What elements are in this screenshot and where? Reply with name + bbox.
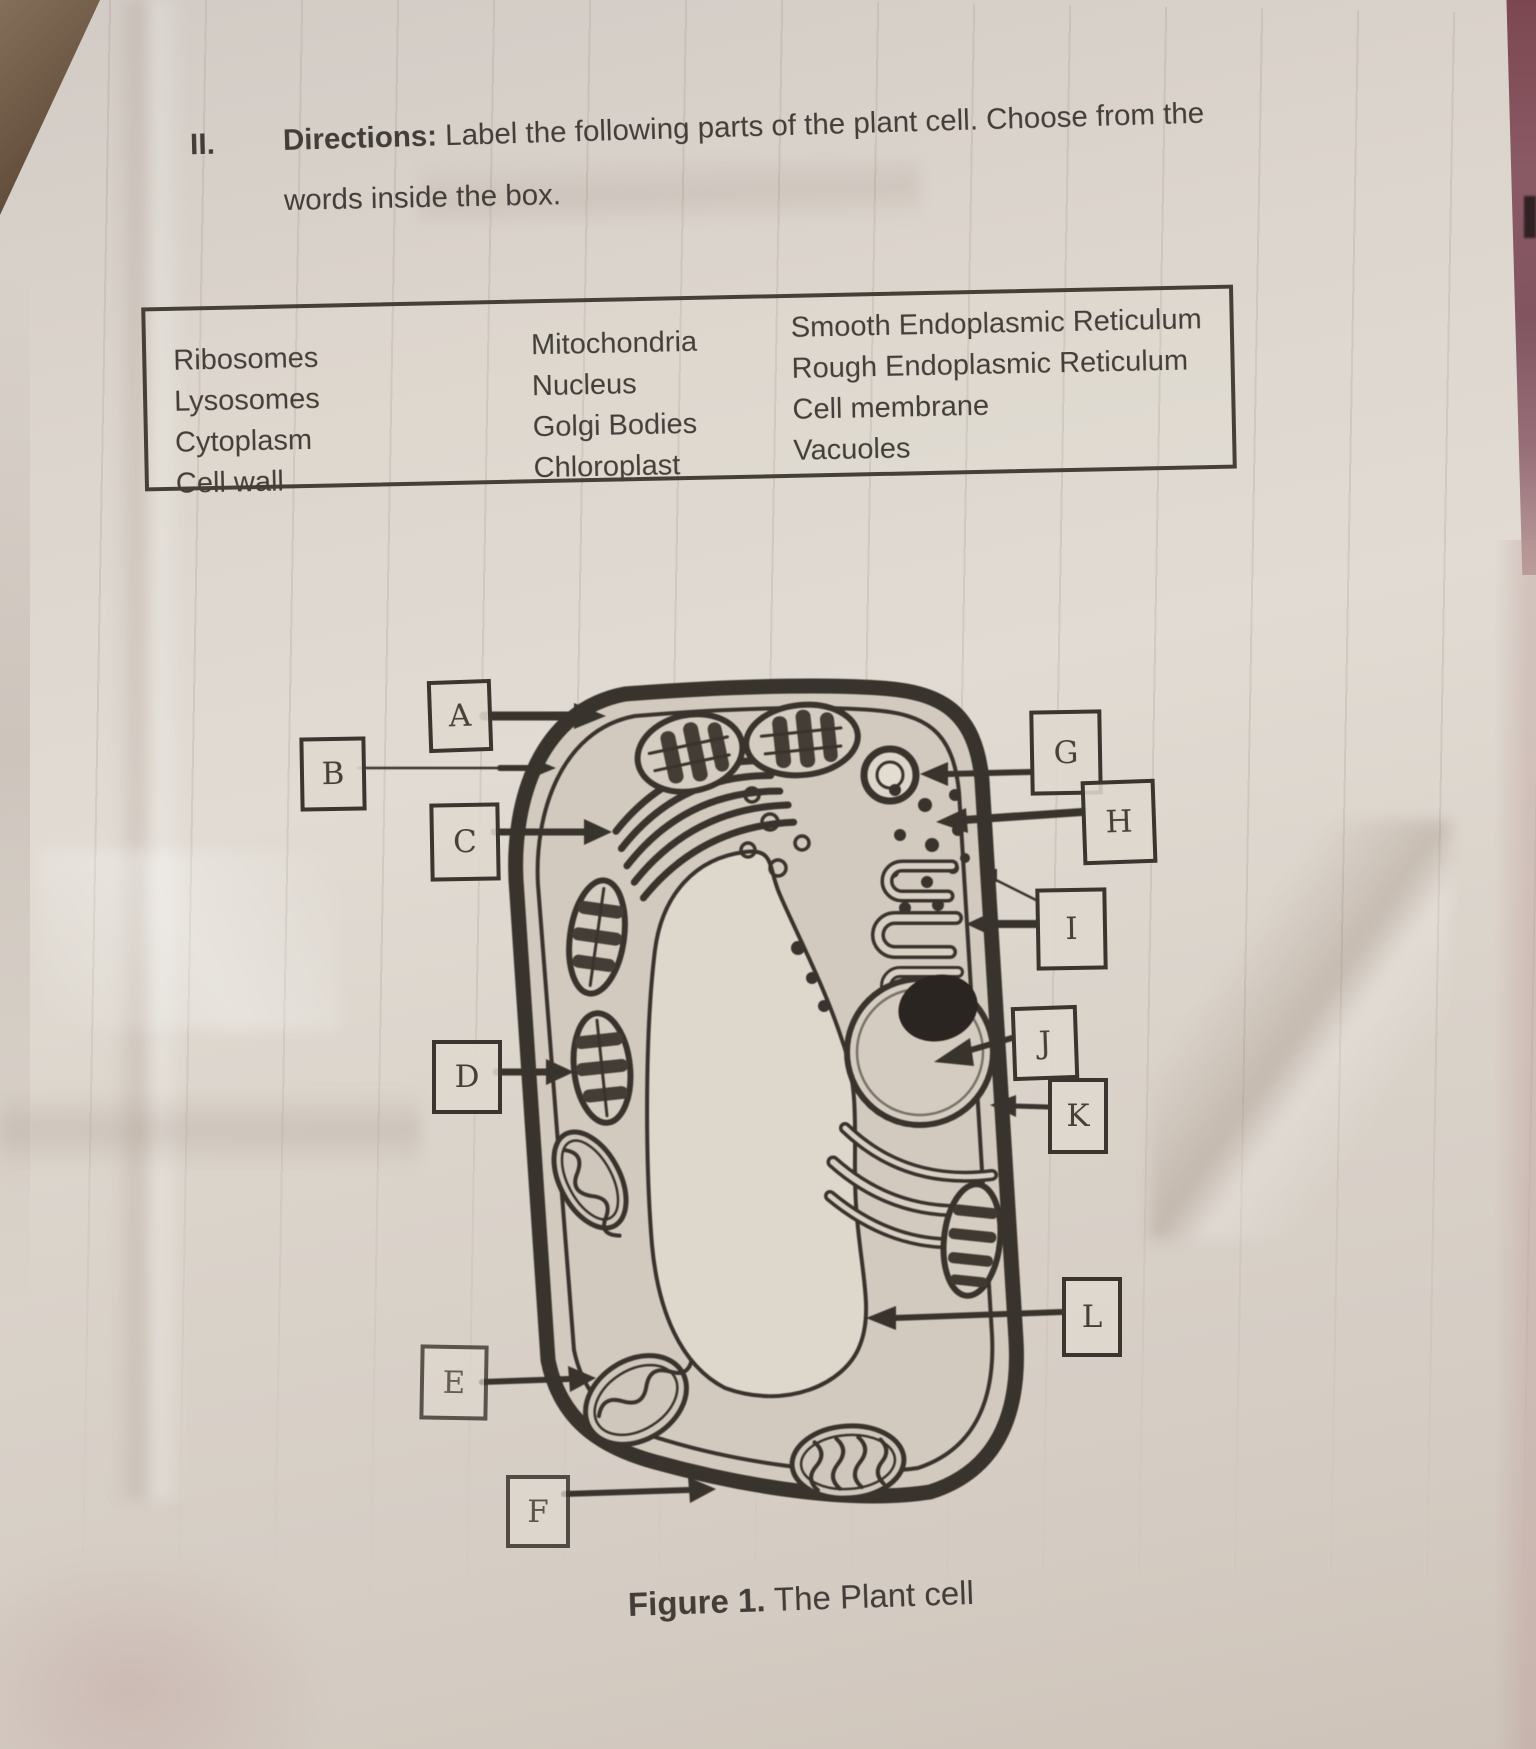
chloroplast [570,1010,634,1126]
nucleus [844,974,996,1128]
figure-caption-title: The Plant cell [764,1573,975,1619]
label-letter: I [1065,910,1078,948]
label-letter: F [527,1493,549,1530]
label-letter: K [1066,1098,1090,1134]
figure-label-H: H [1080,778,1158,866]
nucleolus [898,974,978,1042]
figure-label-F: F [506,1475,570,1548]
mitochondrion [583,1353,694,1447]
label-letter: A [448,697,472,735]
label-letter: E [442,1364,466,1401]
label-letter: C [452,823,478,861]
figure-label-L: L [1062,1277,1122,1357]
label-letter: D [454,1059,480,1095]
label-letter: B [321,755,345,793]
mitochondrion [551,1129,629,1238]
label-letter: J [1038,1024,1052,1062]
label-letter: L [1081,1299,1103,1335]
label-letter: H [1104,803,1134,841]
ribosomes [739,786,811,878]
mitochondrion [940,1181,1004,1299]
figure-caption-label: Figure 1. [627,1581,767,1623]
figure-label-D: D [432,1040,502,1114]
vesicle [860,745,920,805]
figure-label-A: A [426,678,494,754]
label-letter: G [1053,734,1079,771]
figure-label-C: C [429,802,501,882]
chloroplast [743,701,861,779]
figure-label-B: B [299,736,367,812]
figure-label-K: K [1048,1078,1108,1154]
chloroplast [566,877,628,997]
mitochondrion [789,1423,907,1501]
desk-edge-shadow-notch [1524,196,1536,238]
cell-membrane [535,706,995,1474]
figure-label-I: I [1035,887,1108,971]
chloroplast [634,711,746,795]
figure-label-J: J [1010,1004,1080,1082]
figure-label-E: E [419,1344,489,1421]
label-arrows [356,703,1086,1503]
